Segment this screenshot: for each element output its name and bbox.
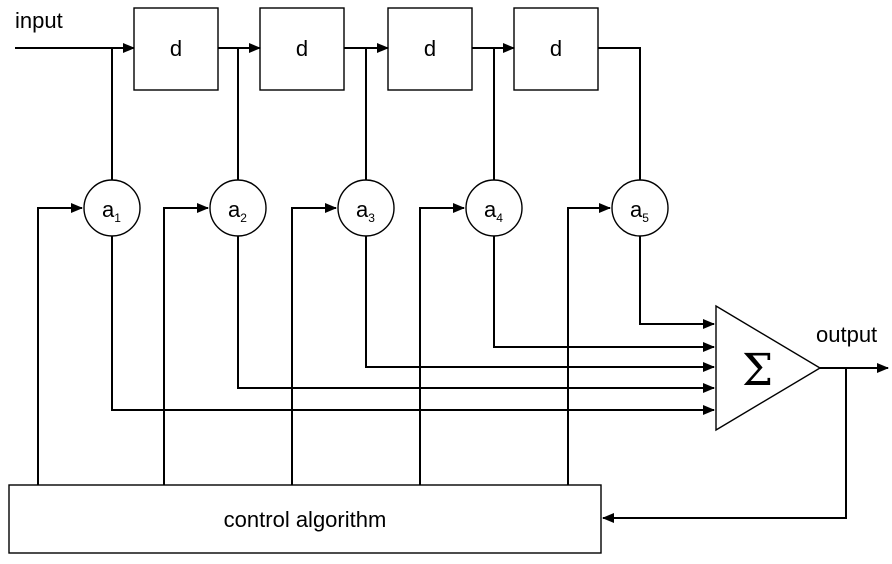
coefficient-a5: a5 — [611, 179, 669, 237]
coefficient-a2: a2 — [209, 179, 267, 237]
control-line-4 — [419, 203, 465, 485]
summing-junction — [715, 304, 822, 432]
input-label: input — [15, 8, 63, 33]
feedback-line — [602, 368, 847, 523]
output-label: output — [816, 322, 877, 347]
delay-block-3: d — [387, 7, 473, 91]
sum-input-2 — [237, 236, 715, 393]
sum-input-1 — [111, 236, 715, 415]
svg-text:a3: a3 — [356, 197, 375, 225]
control-algorithm-label: control algorithm — [224, 507, 387, 532]
delay-block-4: d — [513, 7, 599, 91]
control-line-5 — [567, 203, 611, 485]
delay-block-1: d — [133, 7, 219, 91]
svg-text:a5: a5 — [630, 197, 649, 225]
delay-label-4: d — [550, 36, 562, 61]
tap-5 — [598, 47, 641, 180]
sum-input-5 — [639, 236, 715, 329]
sum-input-4 — [493, 236, 715, 352]
delay-label-1: d — [170, 36, 182, 61]
coefficient-a3: a3 — [337, 179, 395, 237]
control-line-2 — [163, 203, 209, 485]
svg-text:a4: a4 — [484, 197, 503, 225]
svg-text:a1: a1 — [102, 197, 121, 225]
svg-text:a2: a2 — [228, 197, 247, 225]
control-line-1 — [37, 203, 83, 485]
delay-label-2: d — [296, 36, 308, 61]
coefficient-a1: a1 — [83, 179, 141, 237]
coefficient-a4: a4 — [465, 179, 523, 237]
delay-block-2: d — [259, 7, 345, 91]
control-algorithm-box — [8, 484, 602, 554]
sum-input-3 — [365, 236, 715, 372]
control-line-3 — [291, 203, 337, 485]
delay-label-3: d — [424, 36, 436, 61]
summation-symbol: Σ — [742, 345, 773, 396]
